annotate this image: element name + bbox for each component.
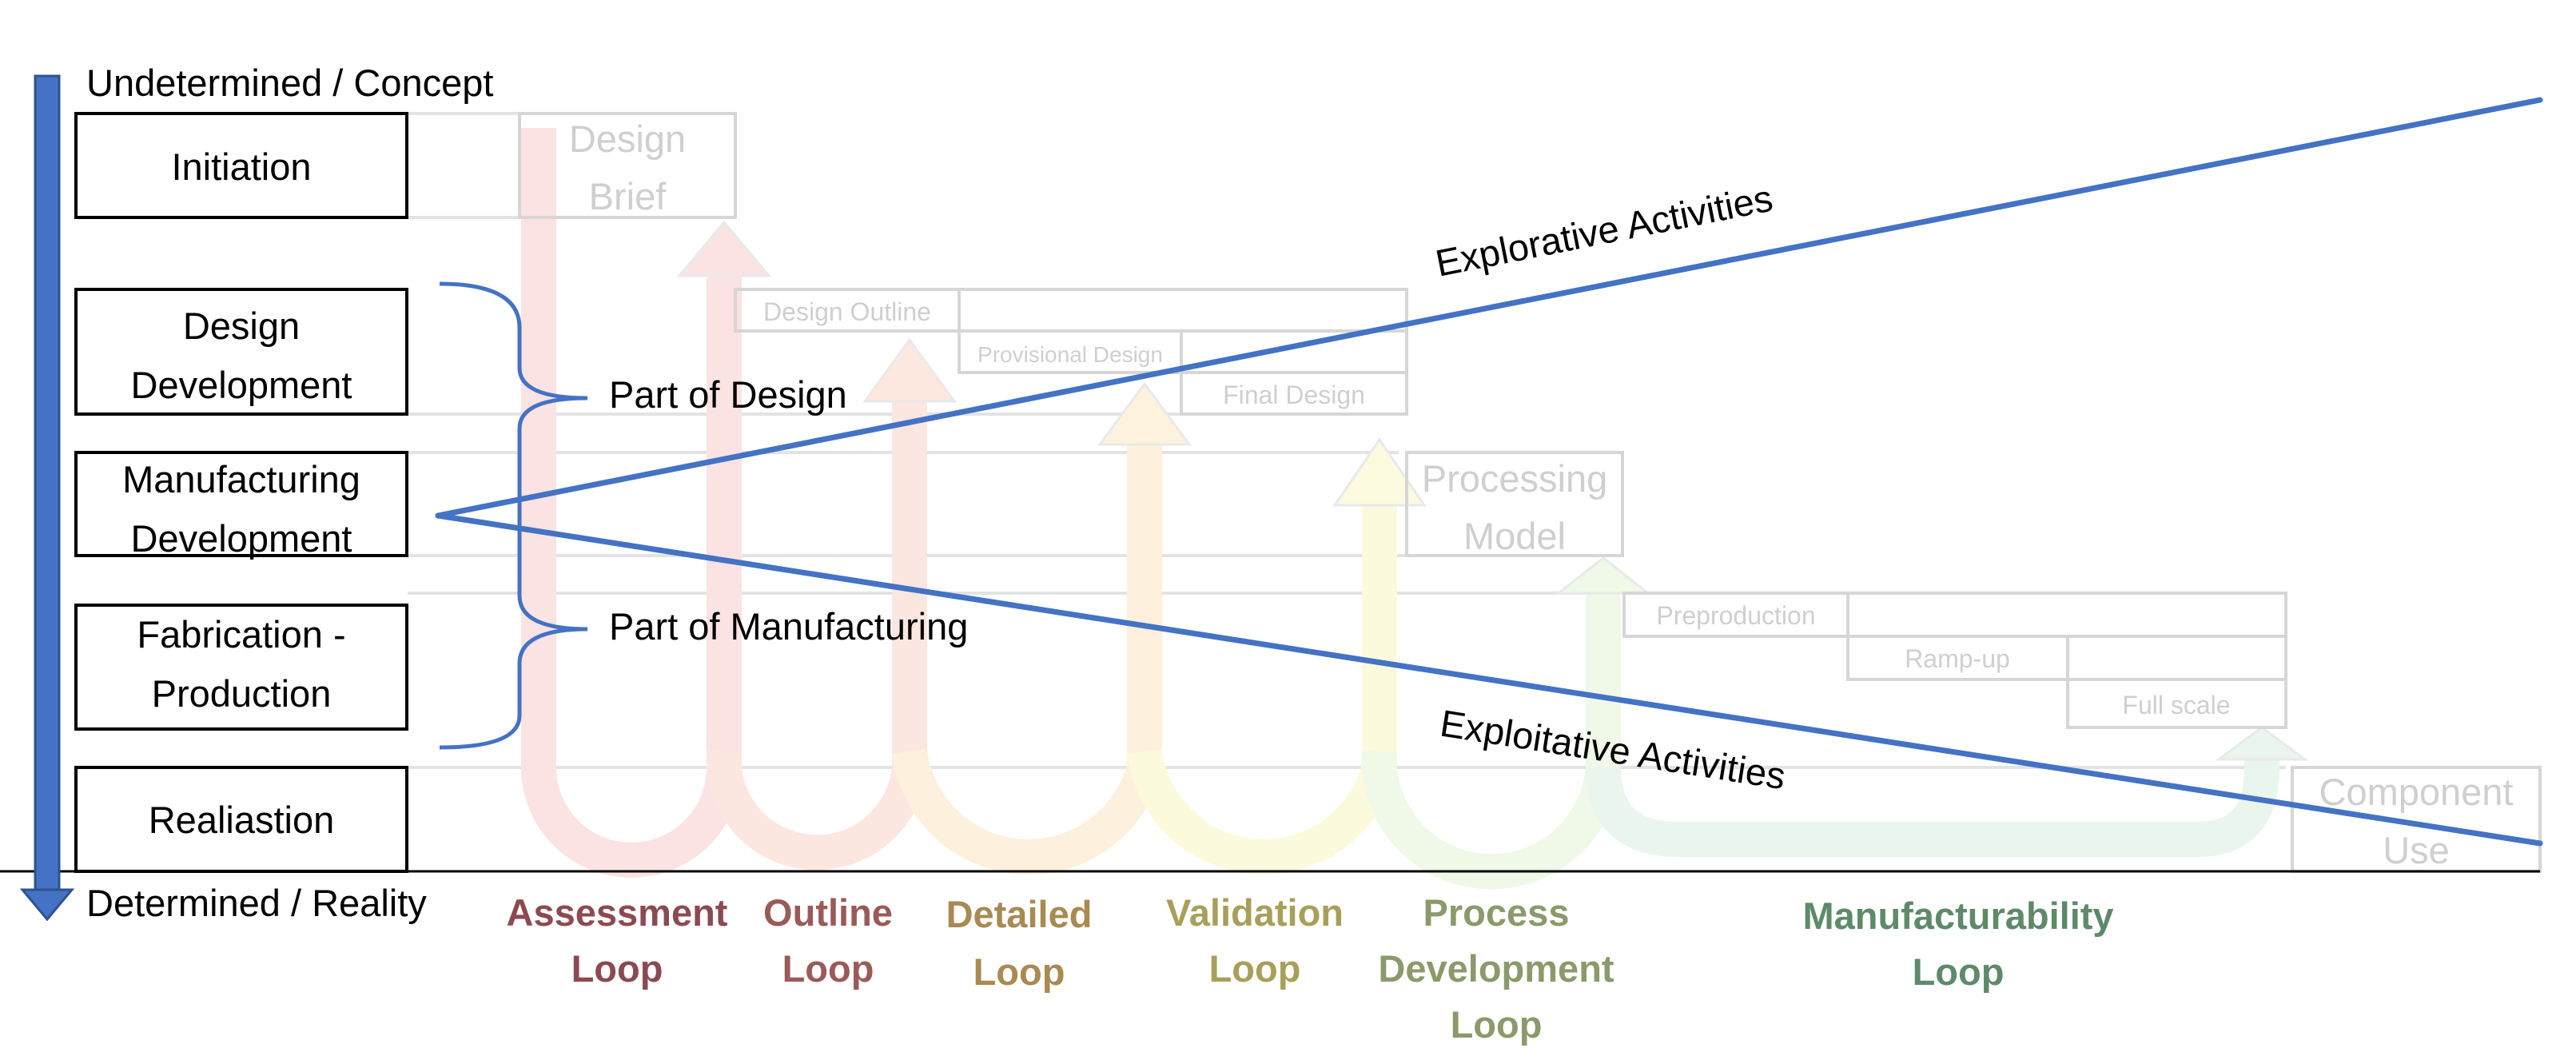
manufacturability-loop-line-2: Loop — [1913, 950, 2005, 993]
stage-initiation-box — [74, 112, 408, 219]
outline-loop-arrowhead — [862, 337, 957, 403]
activity-lines — [435, 97, 2543, 847]
stage-boxes — [74, 112, 408, 873]
final-design-label: Final Design — [1223, 381, 1365, 409]
assessment-loop-line-2: Loop — [571, 947, 663, 990]
part-of-design-label: Part of Design — [609, 373, 847, 416]
preproduction-label: Preproduction — [1656, 601, 1815, 630]
stage-manufacturing-development-box — [74, 451, 408, 557]
stage-design-development-box — [74, 288, 408, 416]
stage-initiation-label: Initiation — [171, 145, 311, 188]
detailed-loop-arrow — [892, 444, 1162, 875]
outline-loop-line-2: Loop — [782, 947, 874, 990]
assessment-loop-arrow — [521, 128, 742, 878]
provisional-design-extension — [1180, 329, 1408, 374]
detailed-loop-line-1: Detailed — [946, 893, 1093, 935]
processing-model-line-2: Model — [1463, 515, 1566, 557]
part-of-design-brace — [439, 281, 588, 512]
ramp-up-label: Ramp-up — [1905, 644, 2010, 673]
explorative-activities-label: Explorative Activities — [1432, 177, 1777, 285]
preproduction-extension — [1846, 592, 2287, 638]
stage-fabrication-production-line-2: Production — [152, 672, 332, 715]
stage-fabrication-production-box — [74, 604, 408, 731]
validation-loop-line-1: Validation — [1166, 891, 1344, 934]
processing-model-box — [1405, 451, 1624, 557]
loop-labels: Assessment Loop Outline Loop Detailed Lo… — [507, 891, 2114, 1046]
stage-manufacturing-development-line-2: Development — [131, 517, 352, 560]
provisional-design-label: Provisional Design — [977, 342, 1163, 367]
stage-fabrication-production-line-1: Fabrication - — [137, 613, 345, 655]
stage-realisation-label: Realiastion — [149, 799, 335, 841]
manufacturability-loop-arrowhead — [2215, 726, 2309, 761]
final-design-box — [1180, 371, 1408, 416]
detailed-loop-line-2: Loop — [973, 950, 1065, 993]
process-development-loop-line-1: Process — [1423, 891, 1570, 934]
process-development-loop-arrowhead — [1555, 556, 1652, 595]
milestone-labels: Design Brief Design Outline Provisional … — [569, 118, 2514, 871]
determination-axis-arrow — [19, 74, 75, 922]
part-of-manufacturing-brace — [439, 512, 588, 750]
processing-model-line-1: Processing — [1422, 457, 1608, 500]
axis-top-label: Undetermined / Concept — [86, 62, 493, 104]
validation-loop-line-2: Loop — [1209, 947, 1301, 990]
assessment-loop-line-1: Assessment — [507, 891, 728, 934]
outline-loop-line-1: Outline — [763, 891, 893, 934]
detailed-loop-arrowhead — [1097, 381, 1192, 446]
process-development-loop-line-2: Development — [1378, 947, 1614, 990]
stage-design-development-line-1: Design — [183, 305, 300, 347]
stage-design-development-line-2: Development — [131, 364, 352, 406]
stage-manufacturing-development-line-1: Manufacturing — [122, 458, 360, 500]
outline-loop-arrow — [706, 400, 927, 871]
full-scale-box — [2066, 678, 2287, 729]
design-brief-box — [518, 112, 737, 219]
manufacturability-loop-line-1: Manufacturability — [1802, 895, 2113, 937]
full-scale-label: Full scale — [2122, 691, 2230, 719]
ramp-up-extension — [2066, 635, 2287, 681]
validation-loop-arrow — [1127, 504, 1397, 875]
design-brief-line-2: Brief — [589, 175, 667, 217]
exploitative-activities-line — [435, 512, 2543, 847]
axis-bottom-label: Determined / Reality — [86, 882, 427, 924]
stage-realisation-box — [74, 766, 408, 873]
design-outline-label: Design Outline — [763, 297, 931, 326]
process-development-loop-line-3: Loop — [1451, 1003, 1543, 1046]
component-use-line-1: Component — [2319, 771, 2514, 813]
validation-loop-arrowhead — [1332, 437, 1427, 507]
design-brief-line-1: Design — [569, 118, 686, 160]
design-outline-extension — [958, 288, 1408, 333]
grouping-braces — [439, 281, 588, 750]
explorative-activities-line — [435, 97, 2543, 519]
assessment-loop-arrowhead — [676, 220, 772, 277]
component-use-line-2: Use — [2383, 829, 2450, 871]
milestone-boxes — [518, 112, 2542, 873]
part-of-manufacturing-label: Part of Manufacturing — [609, 605, 968, 648]
